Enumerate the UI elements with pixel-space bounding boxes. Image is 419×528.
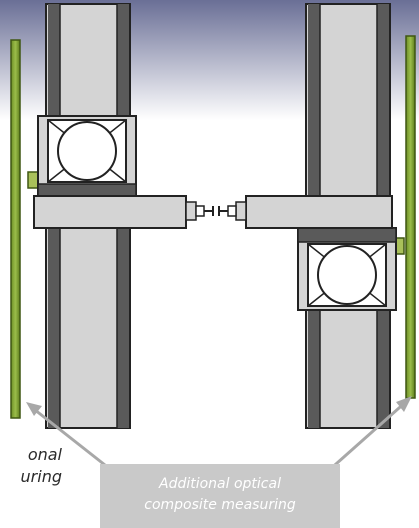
left-partial-label: onal uring <box>0 444 62 488</box>
right-arm <box>218 195 393 229</box>
left-partial-line-1: onal <box>27 445 62 464</box>
left-arm <box>33 195 214 229</box>
right-bearing-block <box>297 227 397 311</box>
right-optical-scale <box>405 35 416 399</box>
callout-line-2: composite measuring <box>144 497 296 513</box>
callout-line-1: Additional optical <box>159 476 281 492</box>
left-optical-scale <box>10 39 21 419</box>
left-bearing-block <box>37 115 137 199</box>
left-partial-line-2: uring <box>20 467 62 486</box>
callout-box: Additional optical composite measuring <box>100 464 340 528</box>
